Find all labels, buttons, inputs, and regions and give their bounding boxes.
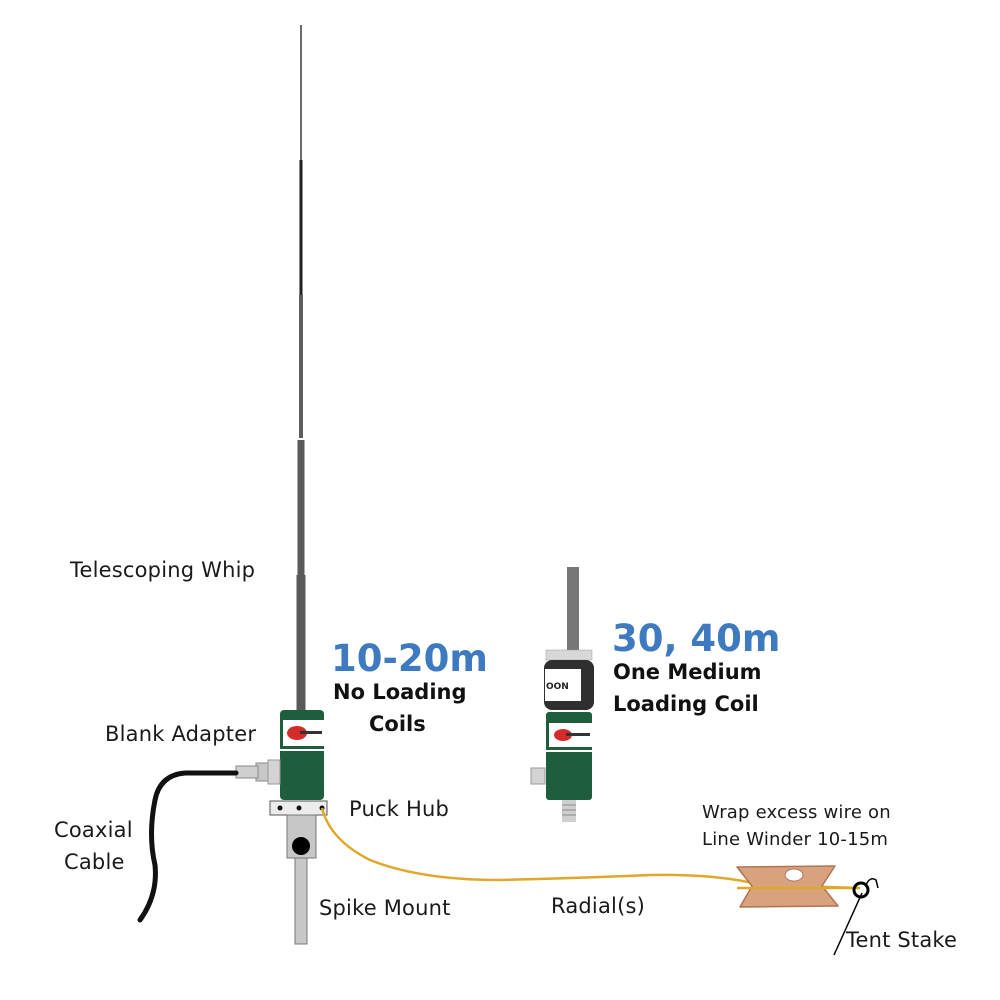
config-note-line1: One Medium (613, 660, 762, 684)
svg-text:OON: OON (546, 682, 569, 692)
band-label-30-40m: 30, 40m (612, 617, 781, 660)
tent-stake (833, 878, 879, 956)
logo-icon (287, 726, 307, 740)
config-note-line2: Loading Coil (613, 692, 759, 716)
blank-adapter (235, 710, 324, 800)
logo-icon (554, 729, 572, 741)
spike-mount-label: Spike Mount (319, 896, 451, 920)
spike-mount (286, 814, 317, 945)
radial-wire (320, 807, 861, 890)
line-winder-label-line2: Line Winder 10-15m (702, 829, 889, 850)
puck-hub-label: Puck Hub (349, 797, 450, 821)
tent-stake-label: Tent Stake (846, 928, 958, 952)
coaxial-cable-label-line1: Coaxial (54, 818, 133, 842)
radials-label: Radial(s) (551, 894, 645, 918)
line-winder (736, 865, 858, 908)
config-note-line2: Coils (369, 712, 426, 736)
coaxial-cable-label-line2: Cable (64, 850, 125, 874)
telescoping-whip (296, 25, 306, 710)
line-winder-label-line1: Wrap excess wire on (702, 802, 891, 823)
coaxial-cable (137, 770, 239, 923)
loading-coil-assembly: OON (530, 567, 594, 822)
blank-adapter-label: Blank Adapter (105, 722, 257, 746)
band-label-10-20m: 10-20m (331, 637, 488, 680)
puck-hub (269, 800, 328, 816)
telescoping-whip-label: Telescoping Whip (70, 558, 256, 582)
config-note-line1: No Loading (333, 680, 467, 704)
